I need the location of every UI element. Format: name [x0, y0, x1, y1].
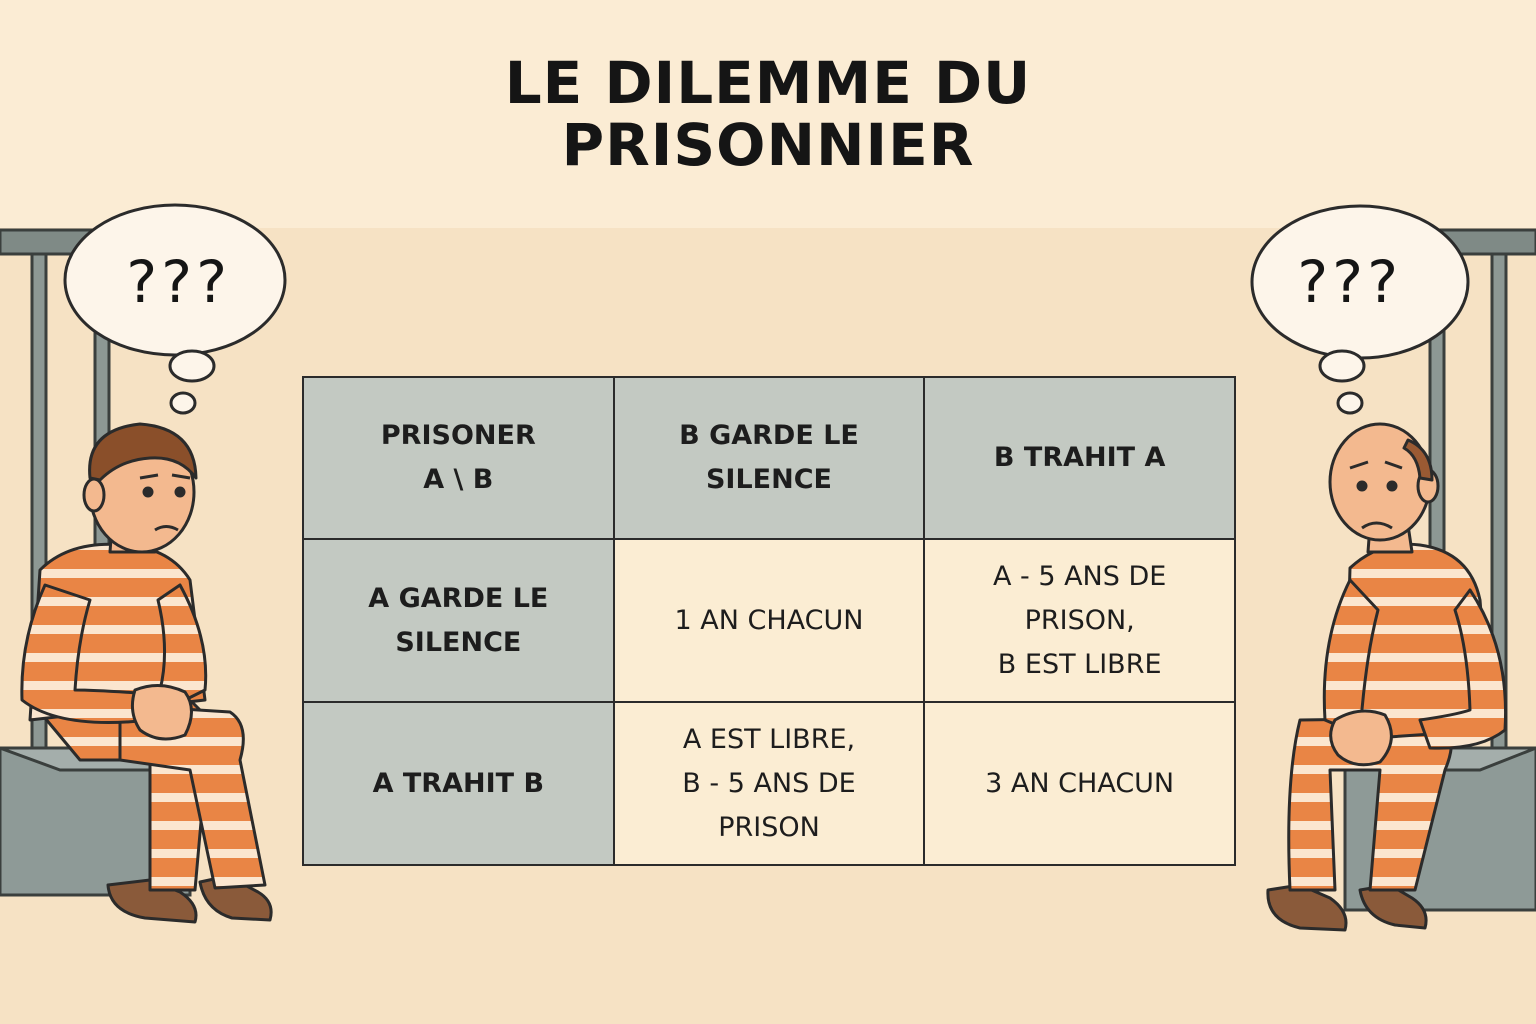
top-band — [0, 0, 1536, 228]
header-b-silent: B GARDE LE SILENCE — [612, 376, 926, 540]
outcome-silent-betray: A - 5 ANS DE PRISON, B EST LIBRE — [923, 538, 1236, 703]
right-thought-bubble — [1250, 204, 1470, 415]
row-header-a-silent: A GARDE LE SILENCE — [302, 538, 615, 703]
matrix-corner-cell: PRISONER A \ B — [302, 376, 615, 540]
outcome-betray-betray: 3 AN CHACUN — [923, 701, 1236, 866]
row-header-a-betrays: A TRAHIT B — [302, 701, 615, 866]
title-line-2: PRISONNIER — [561, 111, 975, 179]
left-thought-text: ??? — [123, 248, 229, 316]
outcome-betray-silent: A EST LIBRE, B - 5 ANS DE PRISON — [612, 701, 926, 866]
matrix-row-a-betrays: A TRAHIT B A EST LIBRE, B - 5 ANS DE PRI… — [302, 701, 1236, 866]
left-prisoner — [20, 422, 273, 924]
page-title: LE DILEMME DU PRISONNIER — [0, 52, 1536, 176]
header-b-betrays: B TRAHIT A — [923, 376, 1236, 540]
matrix-header-row: PRISONER A \ B B GARDE LE SILENCE B TRAH… — [302, 376, 1236, 540]
outcome-silent-silent: 1 AN CHACUN — [612, 538, 926, 703]
left-thought-bubble — [63, 203, 287, 415]
title-line-1: LE DILEMME DU — [504, 49, 1032, 117]
matrix-row-a-silent: A GARDE LE SILENCE 1 AN CHACUN A - 5 ANS… — [302, 538, 1236, 703]
right-prisoner — [1266, 422, 1508, 932]
payoff-matrix: PRISONER A \ B B GARDE LE SILENCE B TRAH… — [302, 376, 1236, 866]
right-thought-text: ??? — [1294, 248, 1400, 316]
